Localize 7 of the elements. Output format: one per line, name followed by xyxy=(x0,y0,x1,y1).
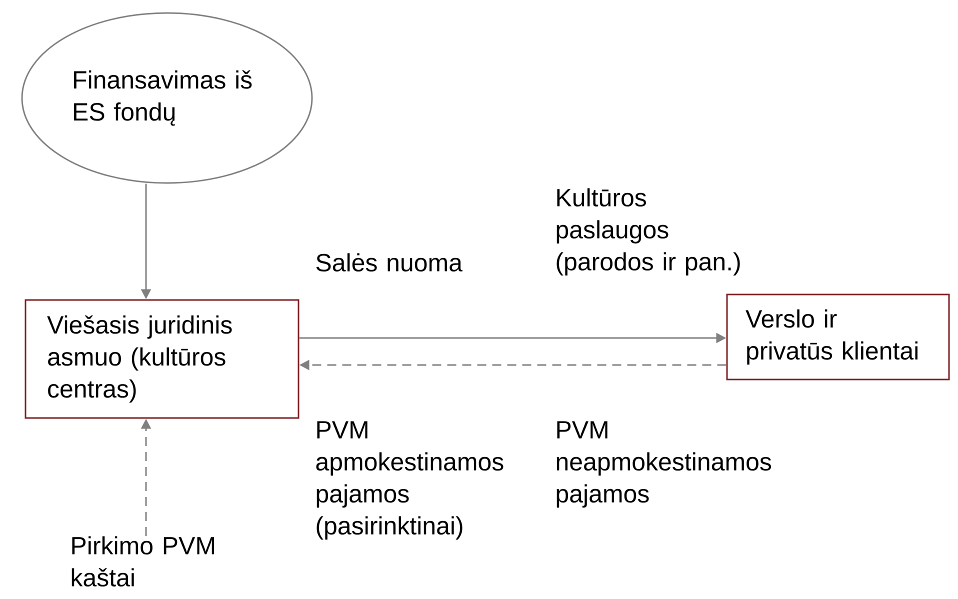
process-box: Verslo ir privatūs klientai xyxy=(726,294,950,380)
text-label: PVM apmokestinamos pajamos (pasirinktinai) xyxy=(316,421,504,540)
process-box: Viešasis juridinis asmuo (kultūros centras) xyxy=(24,299,300,419)
text-label: Pirkimo PVM kaštai xyxy=(72,536,214,587)
text-label: Salės nuoma xyxy=(316,253,462,272)
text-label: Kultūros paslaugos (parodos ir pan.) xyxy=(556,188,740,276)
text-label: PVM neapmokestinamos pajamos xyxy=(556,421,772,508)
